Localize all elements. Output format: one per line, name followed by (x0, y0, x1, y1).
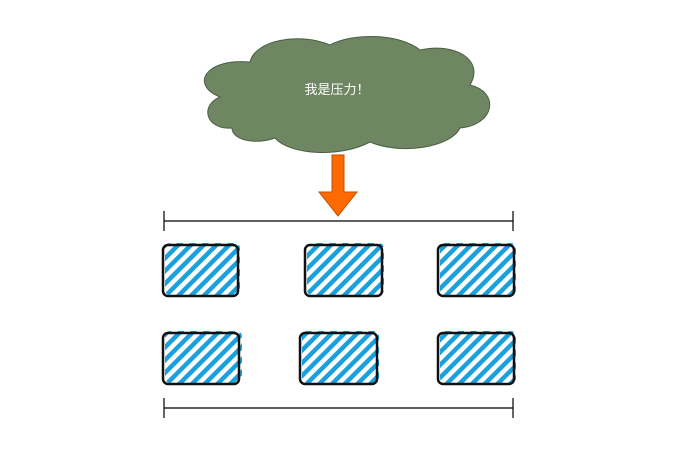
bottom-bracket (163, 398, 514, 418)
cloud-shape (203, 36, 491, 154)
block (298, 331, 379, 386)
block-row-1 (161, 243, 516, 298)
cloud-label: 我是压力！ (304, 83, 369, 98)
pressure-cloud: 我是压力！ (203, 36, 491, 154)
block (161, 331, 242, 386)
pressure-arrow (317, 154, 359, 217)
top-bracket (163, 211, 514, 231)
block (436, 243, 516, 298)
block-row-2 (161, 331, 516, 386)
block (161, 243, 240, 298)
block (436, 331, 516, 386)
block (303, 243, 384, 298)
